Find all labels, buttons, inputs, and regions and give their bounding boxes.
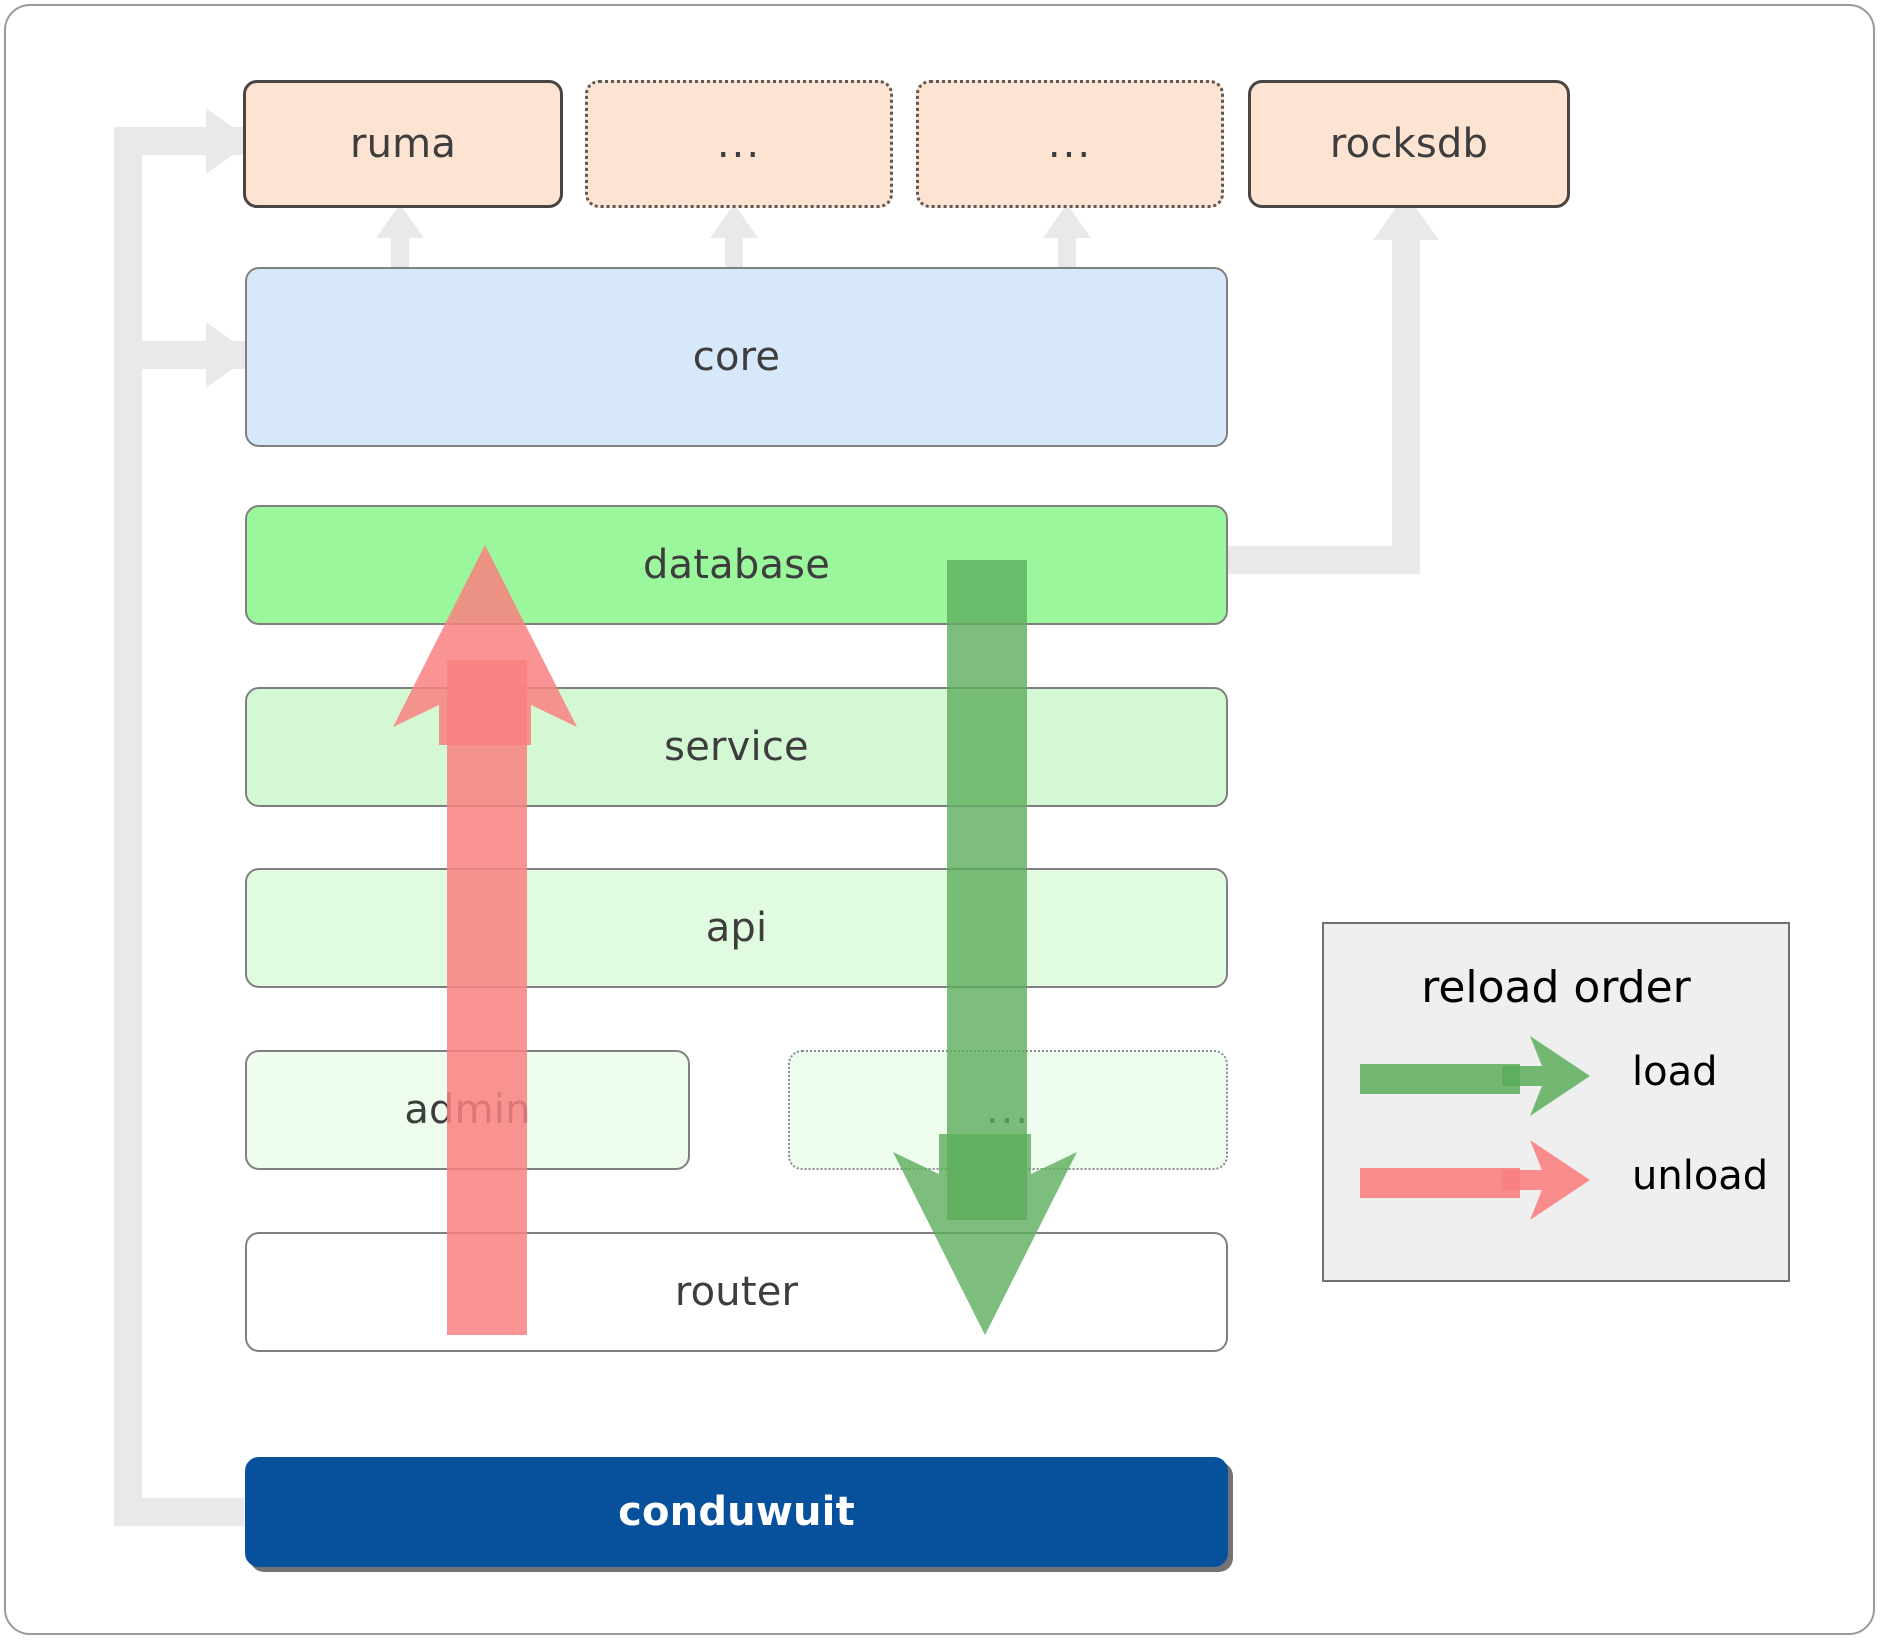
diagram-frame (4, 4, 1875, 1635)
node-core-label: core (692, 334, 781, 380)
node-ruma-label: ruma (349, 121, 457, 167)
node-core[interactable]: core (245, 267, 1228, 447)
node-api-label: api (705, 905, 768, 951)
legend-load-arrow (1360, 1036, 1590, 1116)
node-conduwuit-label: conduwuit (618, 1489, 855, 1535)
legend-unload-arrow (1360, 1140, 1590, 1220)
connector-to-core-head (206, 322, 252, 388)
legend-unload-arrow-head (1502, 1140, 1590, 1220)
node-router[interactable]: router (245, 1232, 1228, 1352)
legend-load-arrow-shaft (1360, 1064, 1520, 1094)
legend-load-arrow-head (1502, 1036, 1590, 1116)
node-router-label: router (674, 1269, 799, 1315)
node-top-ellipsis-1-label: ... (716, 121, 762, 167)
legend-load-label: load (1632, 1049, 1718, 1095)
node-service[interactable]: service (245, 687, 1228, 807)
node-api[interactable]: api (245, 868, 1228, 988)
node-top-ellipsis-2[interactable]: ... (916, 80, 1224, 208)
connector-left-trunk (114, 127, 142, 1526)
node-ruma[interactable]: ruma (243, 80, 563, 208)
connector-db-to-rocksdb-vertical (1392, 230, 1420, 574)
legend-panel: reload order load unload (1322, 922, 1790, 1282)
legend-unload-label: unload (1632, 1153, 1769, 1199)
legend-title: reload order (1421, 962, 1691, 1013)
node-stack-ellipsis[interactable]: ... (788, 1050, 1228, 1170)
node-admin[interactable]: admin (245, 1050, 690, 1170)
connector-core-to-dots-1 (710, 204, 758, 270)
connector-bottom-segment (114, 1498, 244, 1526)
node-top-ellipsis-2-label: ... (1047, 121, 1093, 167)
connector-core-to-ruma (376, 204, 424, 270)
node-database-label: database (642, 542, 831, 588)
node-database[interactable]: database (245, 505, 1228, 625)
node-admin-label: admin (404, 1087, 531, 1133)
connector-db-to-rocksdb-horizontal (1228, 546, 1420, 574)
node-rocksdb[interactable]: rocksdb (1248, 80, 1570, 208)
node-rocksdb-label: rocksdb (1329, 121, 1489, 167)
node-conduwuit[interactable]: conduwuit (245, 1457, 1228, 1567)
node-top-ellipsis-1[interactable]: ... (585, 80, 893, 208)
node-stack-ellipsis-label: ... (985, 1087, 1031, 1133)
node-service-label: service (664, 724, 809, 770)
connector-core-to-dots-2 (1043, 204, 1091, 270)
legend-unload-arrow-shaft (1360, 1168, 1520, 1198)
